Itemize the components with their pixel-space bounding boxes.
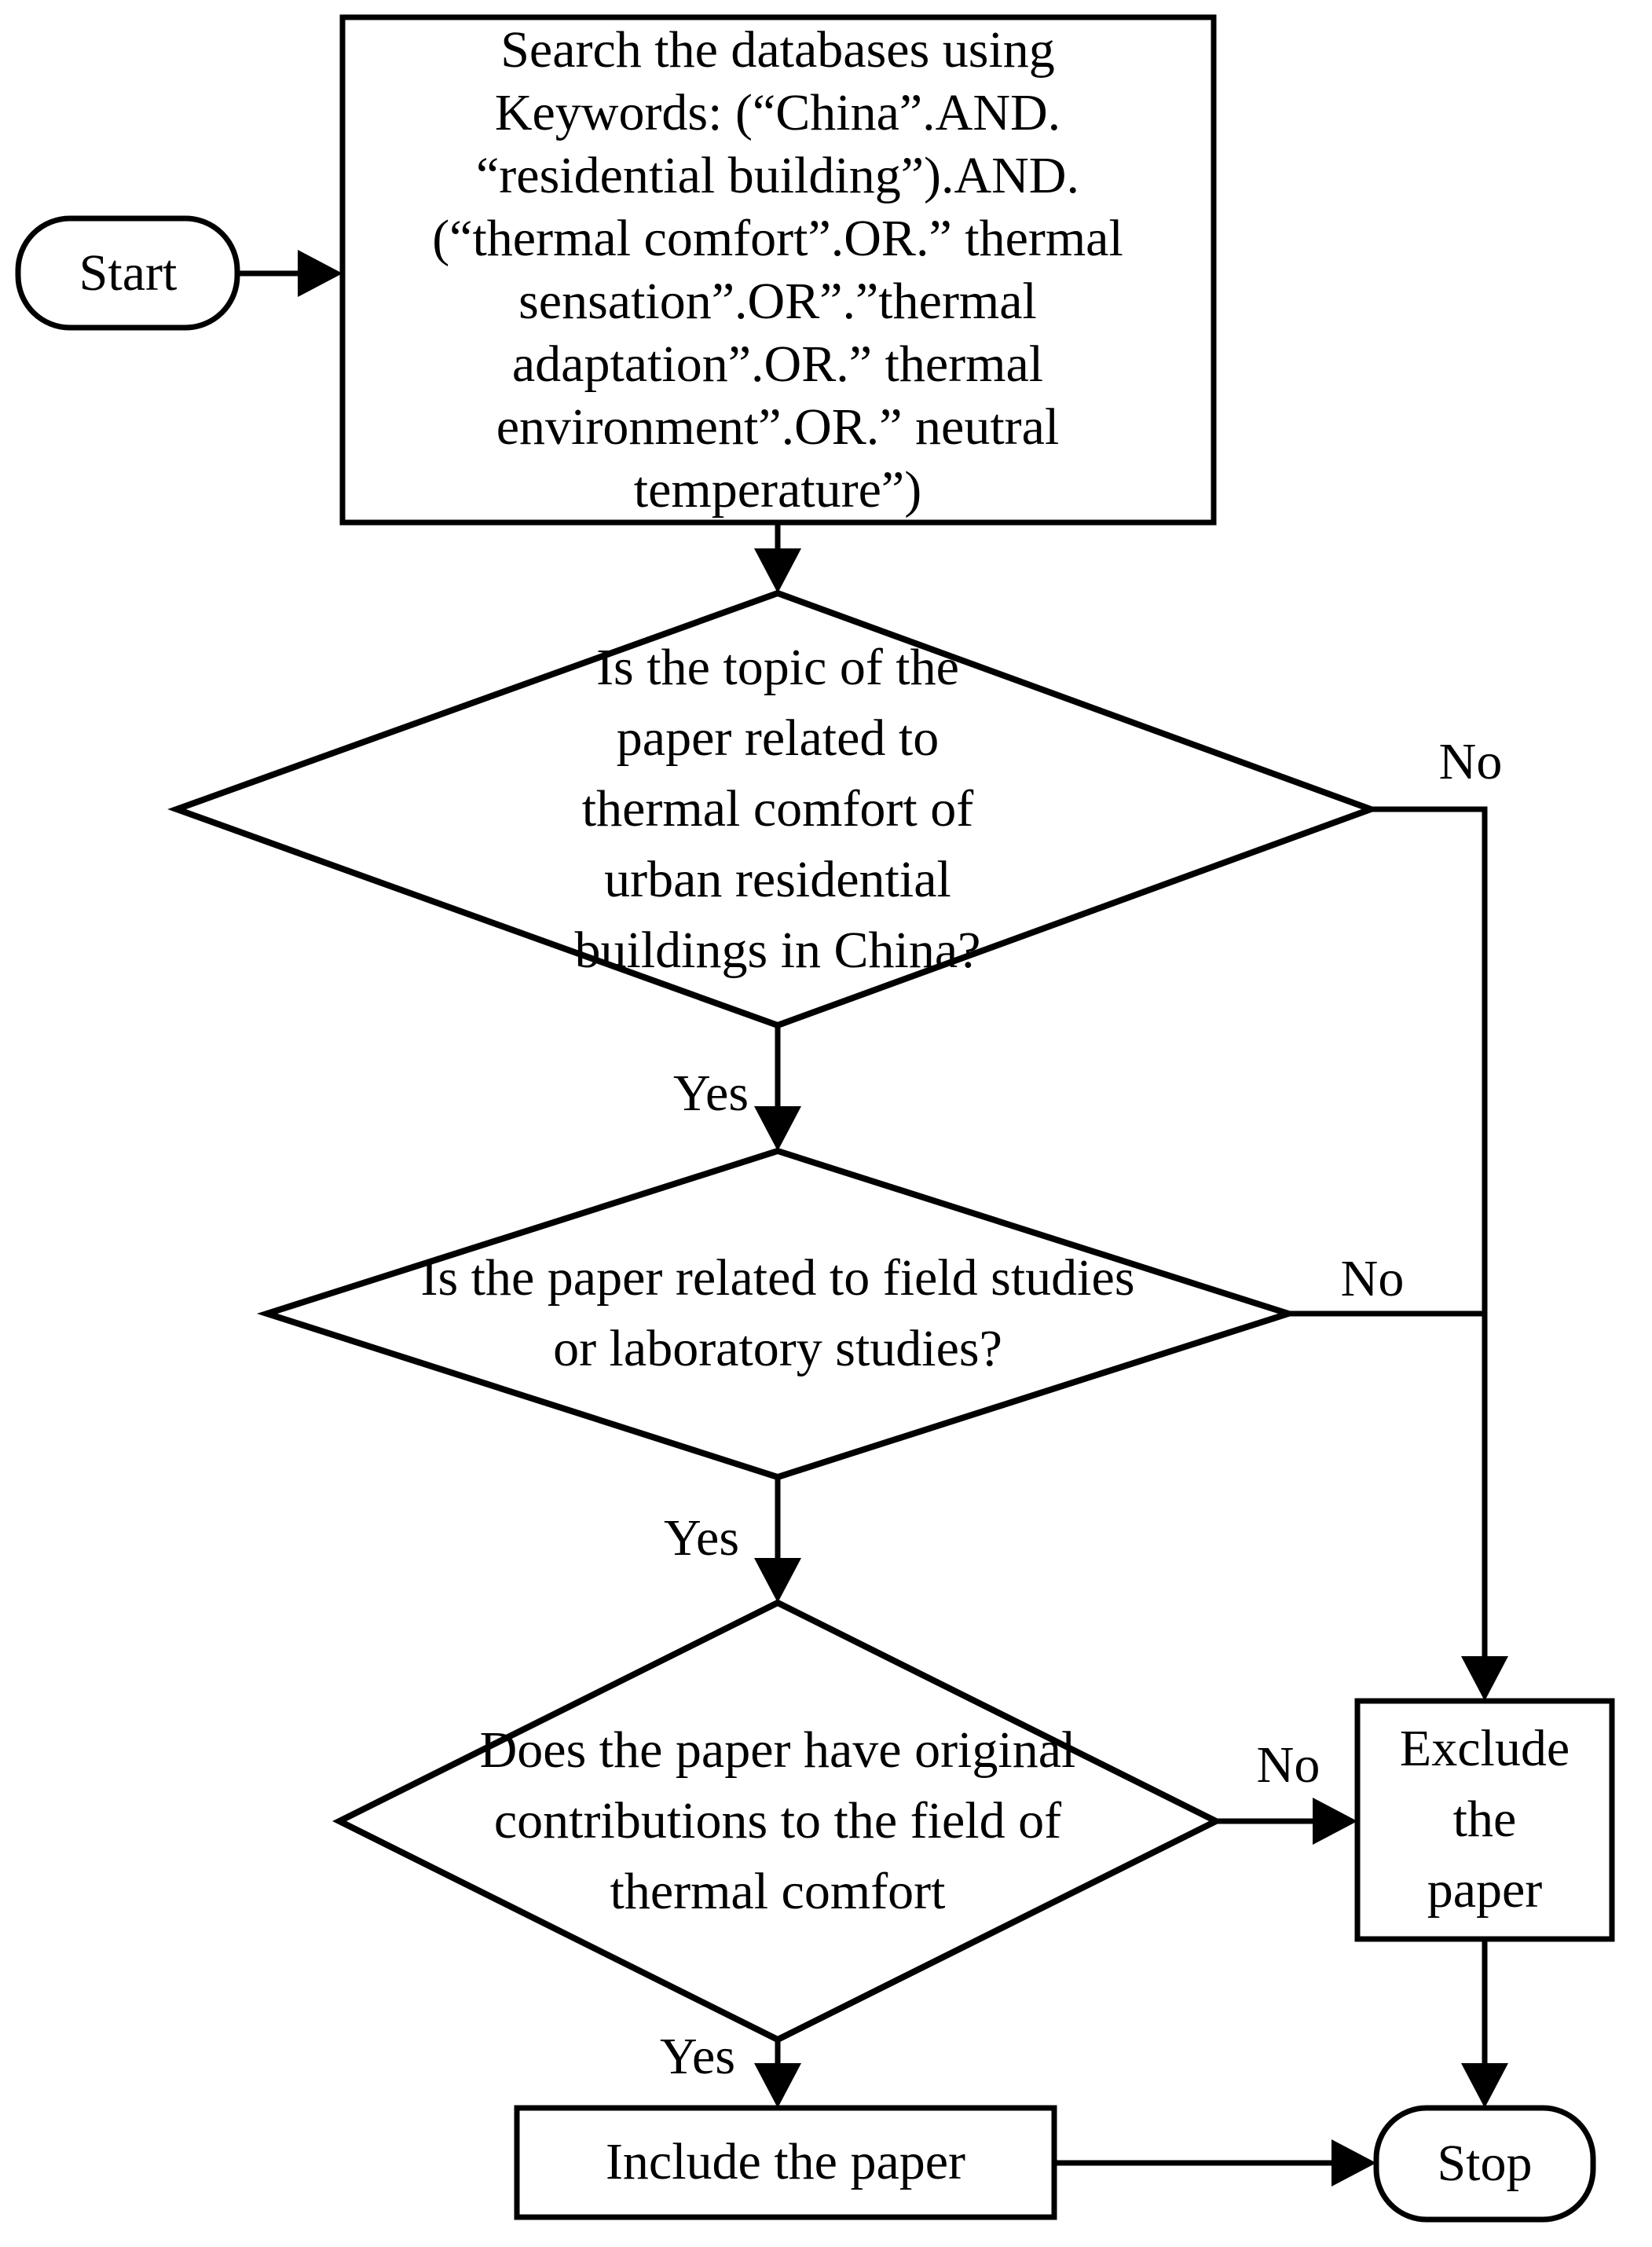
arrow-head bbox=[1461, 2063, 1508, 2108]
stop-terminator-shape bbox=[1373, 2105, 1596, 2223]
arrow-head bbox=[298, 250, 342, 297]
exclude-process-shape bbox=[1354, 1698, 1615, 1942]
decision-1-diamond-shape bbox=[167, 589, 1380, 1029]
decision-2-no-label: No bbox=[1340, 1250, 1405, 1307]
decision-3-diamond-shape bbox=[332, 1599, 1223, 2044]
edge-q1-no-exclude-line bbox=[1371, 806, 1488, 1658]
decision-3-yes-label: Yes bbox=[659, 2028, 736, 2085]
exclude-box-label: Exclude the paper bbox=[1399, 1720, 1570, 1919]
arrow-head bbox=[754, 1106, 801, 1151]
arrow-head bbox=[754, 548, 801, 593]
decision-2-label: Is the paper related to field studies or… bbox=[420, 1249, 1135, 1377]
decision-1-no-label: No bbox=[1438, 733, 1503, 790]
include-box-label: Include the paper bbox=[605, 2133, 966, 2190]
arrow-head bbox=[1313, 1798, 1357, 1845]
search-process-shape bbox=[339, 14, 1217, 526]
stop-label: Stop bbox=[1437, 2135, 1533, 2192]
decision-2-diamond-shape bbox=[256, 1147, 1299, 1481]
start-label: Start bbox=[79, 244, 178, 302]
start-terminator-shape bbox=[15, 215, 240, 331]
include-process-shape bbox=[514, 2105, 1057, 2220]
arrow-head bbox=[754, 2063, 801, 2108]
search-step-label: Search the databases using Keywords: (“C… bbox=[432, 21, 1123, 519]
decision-1-yes-label: Yes bbox=[672, 1065, 749, 1122]
decision-3-no-label: No bbox=[1256, 1736, 1321, 1794]
arrow-head bbox=[1461, 1656, 1508, 1701]
decision-2-yes-label: Yes bbox=[663, 1509, 740, 1567]
arrow-head bbox=[1331, 2139, 1376, 2187]
decision-3-label: Does the paper have original contributio… bbox=[479, 1721, 1076, 1920]
arrow-head bbox=[754, 1558, 801, 1603]
decision-1-label: Is the topic of the paper related to the… bbox=[574, 639, 981, 979]
